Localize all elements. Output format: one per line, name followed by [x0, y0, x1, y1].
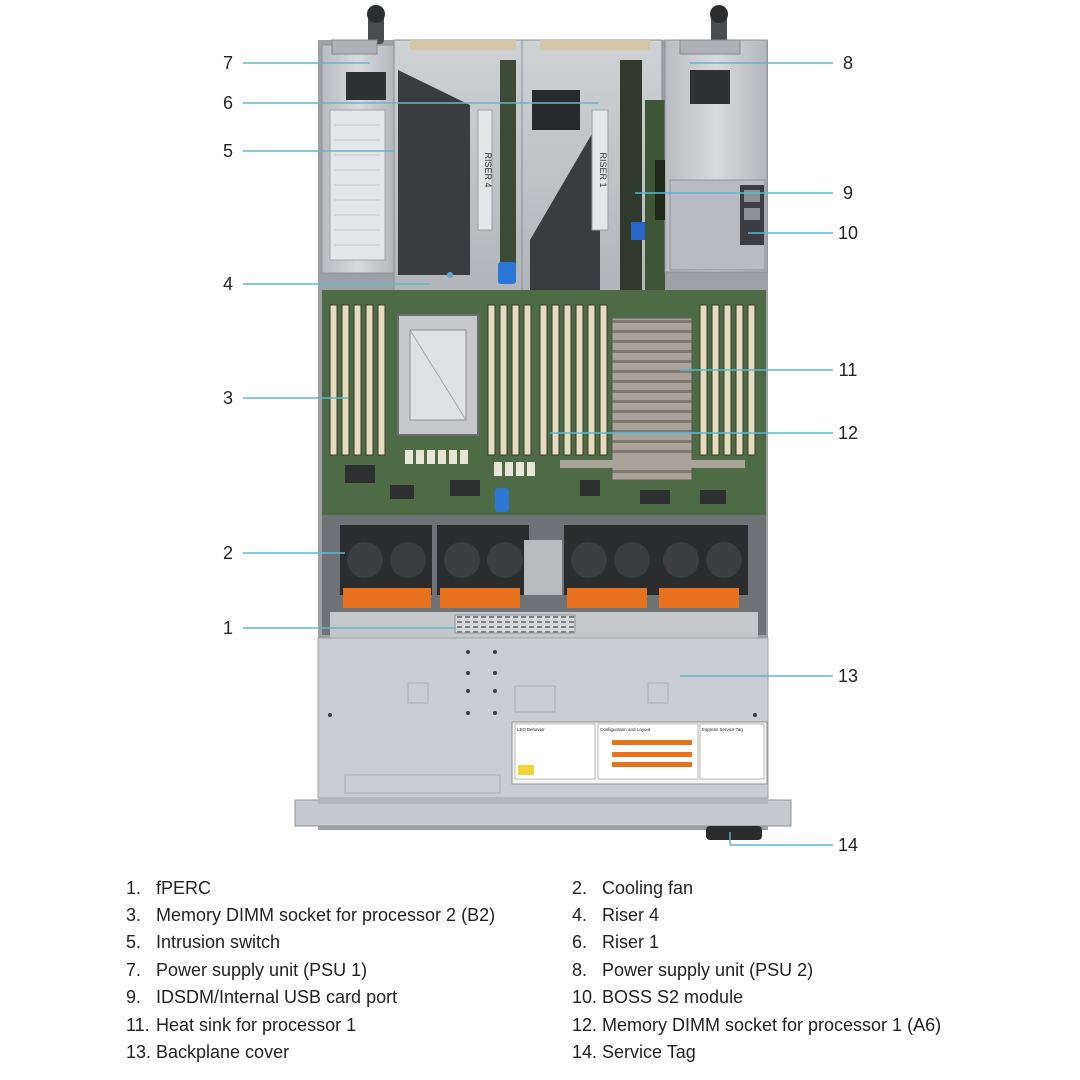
cooling-fan-2 [437, 525, 529, 608]
psu-1 [321, 39, 395, 274]
cooling-fan-3 [564, 525, 656, 608]
dimm-bank-processor-1 [699, 304, 756, 456]
dimm-bank-middle [487, 304, 608, 456]
legend: 1.fPERC 2.Cooling fan 3.Memory DIMM sock… [0, 870, 1080, 1080]
callout-number-1: 1 [223, 618, 233, 638]
riser-1-label: RISER 1 [598, 152, 608, 187]
legend-item-7: 7.Power supply unit (PSU 1) [126, 960, 368, 980]
riser-4: RISER 4 [393, 39, 523, 301]
callout-number-13: 13 [838, 666, 858, 686]
legend-item-8: 8.Power supply unit (PSU 2) [572, 960, 814, 980]
legend-item-9: 9.IDSDM/Internal USB card port [126, 987, 398, 1007]
riser-4-blue-latch [498, 262, 516, 284]
idsdm-usb-port [631, 160, 665, 240]
fperc [330, 612, 758, 638]
legend-item-10: 10.BOSS S2 module [572, 987, 744, 1007]
cooling-fan-bay [322, 515, 766, 635]
label-service-tag: Express Service Tag [702, 727, 743, 732]
callout-number-5: 5 [223, 141, 233, 161]
riser-1-airshroud [530, 120, 600, 290]
callout-number-2: 2 [223, 543, 233, 563]
legend-item-12: 12.Memory DIMM socket for processor 1 (A… [572, 1015, 942, 1035]
legend-item-11: 11.Heat sink for processor 1 [126, 1015, 357, 1035]
heat-sink-processor-1 [560, 317, 745, 481]
callout-number-10: 10 [838, 223, 858, 243]
legend-item-6: 6.Riser 1 [572, 932, 660, 952]
boss-s2-module [740, 185, 764, 245]
callout-number-3: 3 [223, 388, 233, 408]
handle-right-knob [710, 5, 728, 23]
riser-4-airshroud [398, 70, 470, 275]
callout-number-12: 12 [838, 423, 858, 443]
system-info-label: LED Behavior Configuration and Layout Ex… [511, 721, 768, 785]
processor-2-socket [397, 314, 479, 436]
legend-item-3: 3.Memory DIMM socket for processor 2 (B2… [126, 905, 496, 925]
cooling-fan-1 [340, 525, 432, 608]
label-configuration: Configuration and Layout [600, 727, 651, 732]
callout-number-6: 6 [223, 93, 233, 113]
server-top-view-diagram: RISER 4 RISER 1 [223, 5, 858, 855]
legend-item-5: 5.Intrusion switch [126, 932, 281, 952]
legend-item-2: 2.Cooling fan [572, 878, 694, 898]
callout-layer: 7 6 5 4 3 2 1 8 9 10 11 12 13 14 [223, 53, 858, 855]
cooling-fan-4 [656, 525, 748, 608]
legend-item-13: 13.Backplane cover [126, 1042, 290, 1062]
legend-item-4: 4.Riser 4 [572, 905, 660, 925]
callout-number-9: 9 [843, 183, 853, 203]
callout-number-7: 7 [223, 53, 233, 73]
callout-number-4: 4 [223, 274, 233, 294]
front-bezel [294, 798, 792, 827]
callout-number-11: 11 [839, 360, 858, 380]
legend-item-1: 1.fPERC [126, 878, 212, 898]
legend-item-14: 14.Service Tag [572, 1042, 696, 1062]
callout-number-8: 8 [843, 53, 853, 73]
callout-number-14: 14 [838, 835, 858, 855]
handle-left-knob [367, 5, 385, 23]
riser-1: RISER 1 [521, 39, 665, 303]
service-tag [706, 826, 762, 840]
dimm-bank-processor-2 [329, 304, 386, 456]
label-led-behavior: LED Behavior [517, 727, 545, 732]
riser-4-label: RISER 4 [483, 152, 493, 187]
